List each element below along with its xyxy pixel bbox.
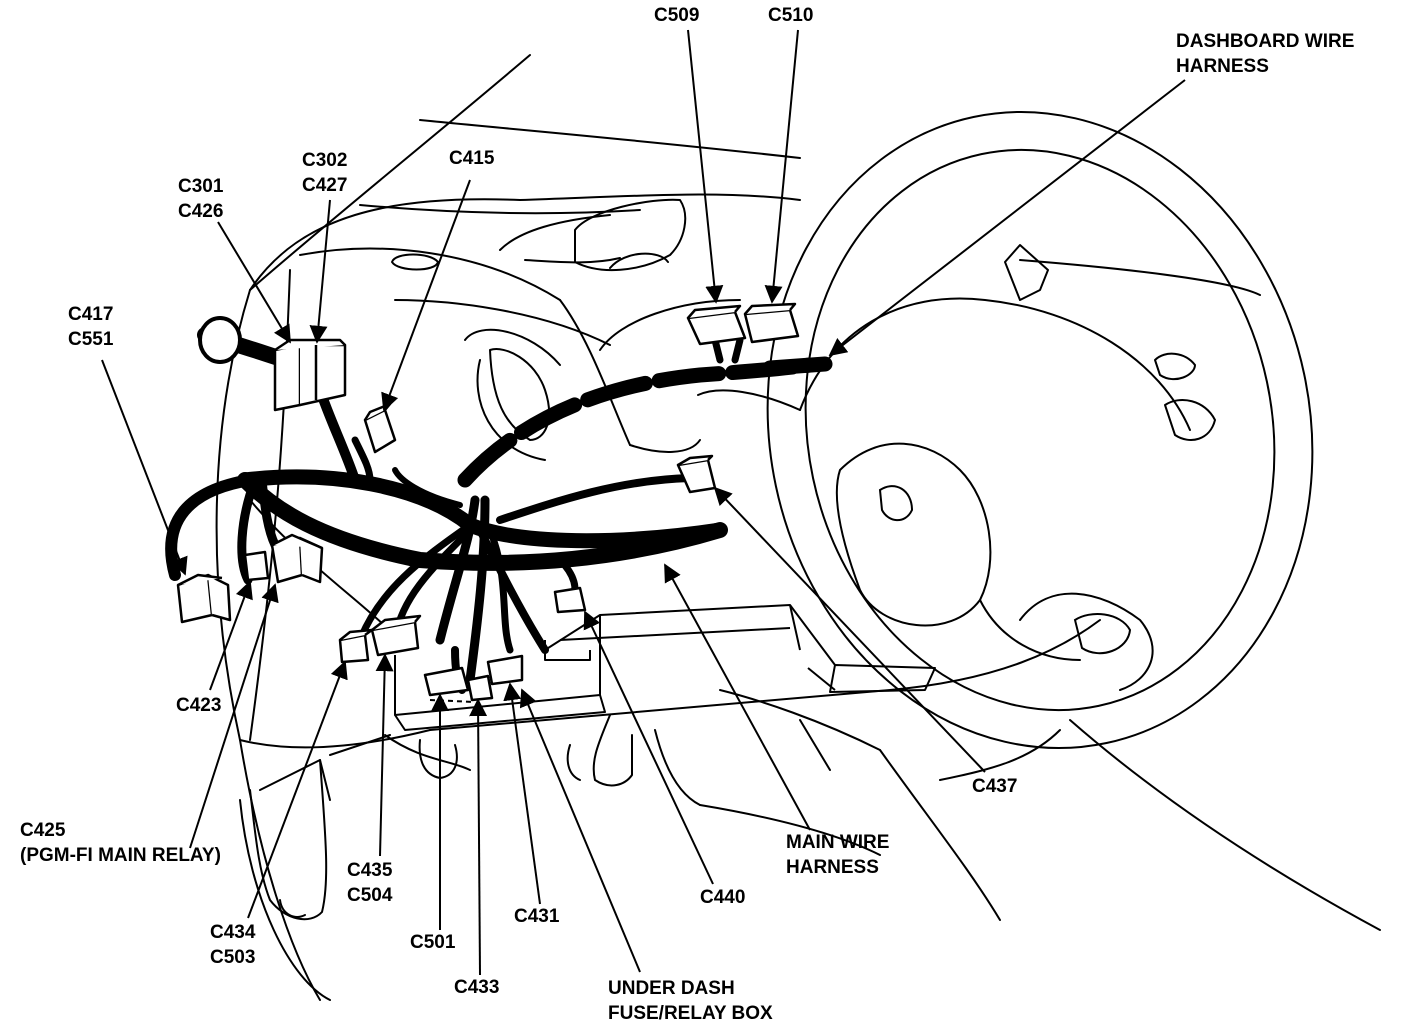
connector-c434 xyxy=(338,628,374,664)
connector-c423 xyxy=(243,550,270,582)
connector-c425 xyxy=(270,533,324,584)
connectors xyxy=(176,302,800,702)
connector-c440 xyxy=(553,586,587,614)
connector-c433 xyxy=(466,674,494,702)
dashboard-outline xyxy=(215,54,1381,1001)
grommet xyxy=(198,316,242,364)
label-c437: C437 xyxy=(972,776,1018,797)
label-c435-c504: C435 C504 xyxy=(347,860,393,906)
label-c415: C415 xyxy=(449,148,495,169)
label-c417-c551: C417 C551 xyxy=(68,304,114,350)
label-c425: C425 (PGM-FI MAIN RELAY) xyxy=(20,820,221,866)
label-main-wire-harness: MAIN WIRE HARNESS xyxy=(786,832,890,878)
connector-c417 xyxy=(176,573,232,624)
label-c302-c427: C302 C427 xyxy=(302,150,348,196)
connector-c501 xyxy=(423,666,470,697)
label-under-dash-fuse-relay-box: UNDER DASH FUSE/RELAY BOX xyxy=(608,978,773,1024)
label-c501: C501 xyxy=(410,932,456,953)
connector-c431 xyxy=(486,654,524,686)
connector-c510 xyxy=(743,302,800,344)
leader-arrows xyxy=(101,29,1186,976)
label-c431: C431 xyxy=(514,906,560,927)
label-c423: C423 xyxy=(176,695,222,716)
label-c434-c503: C434 C503 xyxy=(210,922,256,968)
connector-c437 xyxy=(676,454,717,494)
label-c301-c426: C301 C426 xyxy=(178,176,224,222)
connector-c301-c302 xyxy=(273,338,347,412)
connector-c415 xyxy=(363,402,397,454)
under-dash-fuse-relay-box xyxy=(394,604,936,731)
label-c510: C510 xyxy=(768,5,814,26)
label-c440: C440 xyxy=(700,887,746,908)
label-c509: C509 xyxy=(654,5,700,26)
connector-c435 xyxy=(370,614,422,657)
connector-c509 xyxy=(686,304,747,346)
label-c433: C433 xyxy=(454,977,500,998)
steering-wheel xyxy=(766,110,1314,750)
label-dashboard-wire-harness: DASHBOARD WIRE HARNESS xyxy=(1176,31,1355,77)
dashboard-wire-harness xyxy=(457,336,833,488)
